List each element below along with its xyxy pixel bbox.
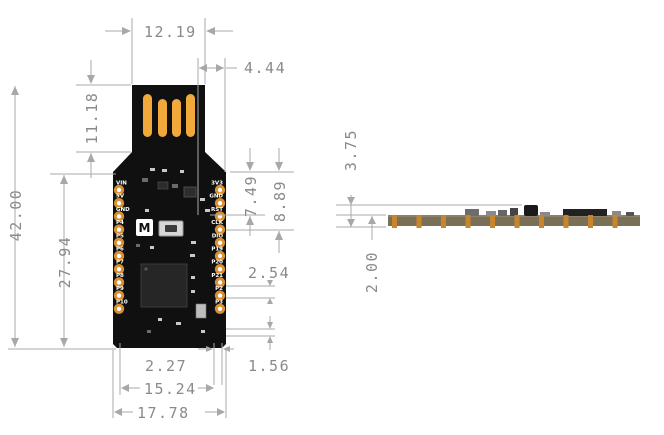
side-pad: [539, 215, 544, 228]
side-mcu: [563, 209, 607, 216]
usb-contact-2: [158, 99, 167, 137]
left-pad-hole: [116, 253, 122, 259]
dim-8-89: 8.89: [271, 180, 289, 222]
dimension-labels: 12.19 4.44 11.18 42.00 27.94 7.49 8.89 2…: [7, 23, 381, 422]
right-pin-label: P20: [211, 260, 223, 266]
board-side-view: [388, 205, 640, 228]
dim-11-18: 11.18: [83, 92, 101, 145]
dim-2-00: 2.00: [363, 251, 381, 293]
left-pin-label: 5V: [116, 194, 125, 200]
dim-7-49: 7.49: [242, 175, 260, 217]
side-pcb: [388, 215, 640, 226]
right-pin-label: P21: [211, 273, 223, 279]
side-button: [524, 205, 538, 216]
side-pad: [514, 215, 520, 228]
left-pin-label: P6: [116, 247, 124, 253]
dim-1-56: 1.56: [248, 357, 290, 375]
right-pin-label: CLK: [211, 220, 224, 226]
dimension-lines: [8, 18, 522, 418]
logo: [136, 219, 153, 236]
right-pad-hole: [217, 306, 223, 311]
left-pad-hole: [116, 280, 122, 285]
right-pad-hole: [217, 240, 223, 245]
usb-contact-1: [143, 94, 152, 137]
right-pin-label: DIO: [212, 233, 224, 239]
right-pad-hole: [217, 201, 223, 206]
right-pin-label: P3: [215, 299, 223, 305]
right-pin-label: 3V3: [211, 181, 223, 187]
side-pad: [563, 215, 569, 228]
right-pad-hole: [217, 227, 223, 232]
side-pad: [588, 215, 593, 228]
left-pin-label: P7: [116, 260, 124, 266]
right-pin-label: RST: [211, 207, 223, 213]
usb-contact-4: [186, 94, 195, 137]
left-pin-label: P5: [116, 233, 124, 239]
left-pin-label: P4: [116, 220, 124, 226]
left-pad-hole: [116, 240, 122, 245]
dim-27-94: 27.94: [56, 236, 74, 289]
right-pad-hole: [217, 253, 223, 259]
right-pin-label: GND: [209, 194, 223, 200]
dim-12-19: 12.19: [144, 23, 197, 41]
side-pad: [490, 215, 495, 228]
side-pad: [465, 215, 471, 228]
side-pad: [416, 215, 422, 228]
dim-2-54: 2.54: [248, 264, 290, 282]
dim-3-75: 3.75: [342, 129, 360, 171]
side-pad: [612, 215, 618, 228]
right-pin-label: P2: [215, 286, 223, 292]
left-pin-label: P8: [116, 273, 124, 279]
logo-letter: M: [139, 221, 151, 235]
left-pad-hole: [116, 227, 122, 232]
left-pad-hole: [116, 306, 122, 311]
right-pad-hole: [217, 187, 223, 193]
right-pad-hole: [217, 293, 223, 298]
right-pad-hole: [217, 267, 223, 272]
left-pad-hole: [116, 293, 122, 298]
left-pin-label: VIN: [116, 181, 127, 187]
left-pin-label: P10: [116, 299, 128, 305]
dim-4-44: 4.44: [244, 59, 286, 77]
right-pad-hole: [217, 280, 223, 285]
side-pad: [441, 215, 446, 228]
mcu-chip: [140, 263, 188, 308]
left-pad-hole: [116, 201, 122, 206]
left-pin-label: GND: [116, 207, 130, 213]
left-pad-hole: [116, 214, 122, 219]
dim-15-24: 15.24: [144, 380, 197, 398]
left-pin-label: P9: [116, 286, 124, 292]
side-pad: [392, 215, 397, 228]
usb-contact-3: [172, 99, 181, 137]
left-pad-hole: [116, 187, 122, 193]
right-pin-label: P19: [211, 247, 223, 253]
dim-17-78: 17.78: [137, 404, 190, 422]
dim-2-27: 2.27: [145, 357, 187, 375]
left-pad-hole: [116, 267, 122, 272]
dim-42-00: 42.00: [7, 189, 25, 242]
